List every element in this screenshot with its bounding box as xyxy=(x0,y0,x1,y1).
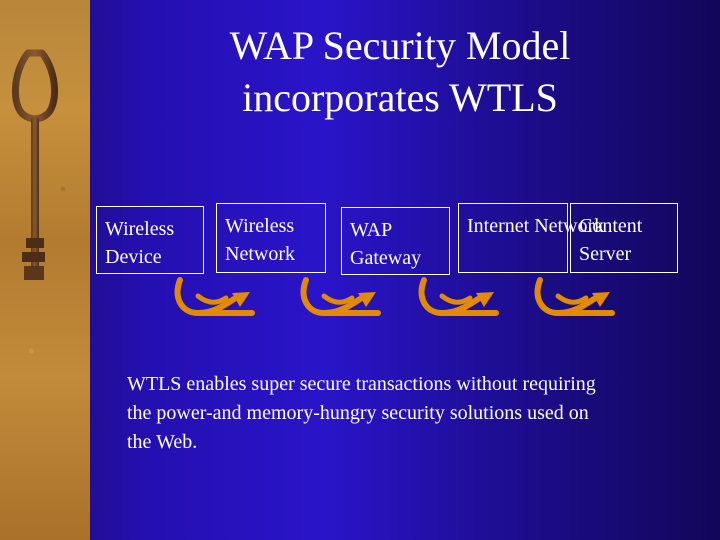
slide-title-line-1: WAP Security Model xyxy=(150,20,650,72)
wireless-device-label-line-1: Wireless xyxy=(105,215,195,243)
content-server-box: Content Server xyxy=(570,203,678,273)
wireless-network-label-line-2: Network xyxy=(225,240,317,268)
wireless-device-label-line-2: Device xyxy=(105,243,195,271)
wtls-description: WTLS enables super secure transactions w… xyxy=(127,370,617,457)
curved-arrow-icon xyxy=(530,276,625,316)
wap-gateway-box: WAP Gateway xyxy=(341,207,450,275)
wap-gateway-label-line-1: WAP xyxy=(350,216,441,244)
curved-arrow-icon xyxy=(296,276,391,316)
wireless-network-box: Wireless Network xyxy=(216,203,326,273)
wap-gateway-label-line-2: Gateway xyxy=(350,244,441,272)
content-server-label-line-2: Server xyxy=(579,240,669,268)
content-server-label-line-1: Content xyxy=(579,212,669,240)
left-decorative-strip xyxy=(0,0,90,540)
curved-arrow-icon xyxy=(170,276,265,316)
internet-network-label-line-1: Internet Network xyxy=(467,212,559,240)
wireless-device-box: Wireless Device xyxy=(96,206,204,274)
curved-arrow-icon xyxy=(414,276,509,316)
slide-title: WAP Security Model incorporates WTLS xyxy=(150,20,650,124)
key-icon xyxy=(6,45,86,295)
slide-title-line-2: incorporates WTLS xyxy=(150,72,650,124)
wireless-network-label-line-1: Wireless xyxy=(225,212,317,240)
internet-network-box: Internet Network xyxy=(458,203,568,273)
